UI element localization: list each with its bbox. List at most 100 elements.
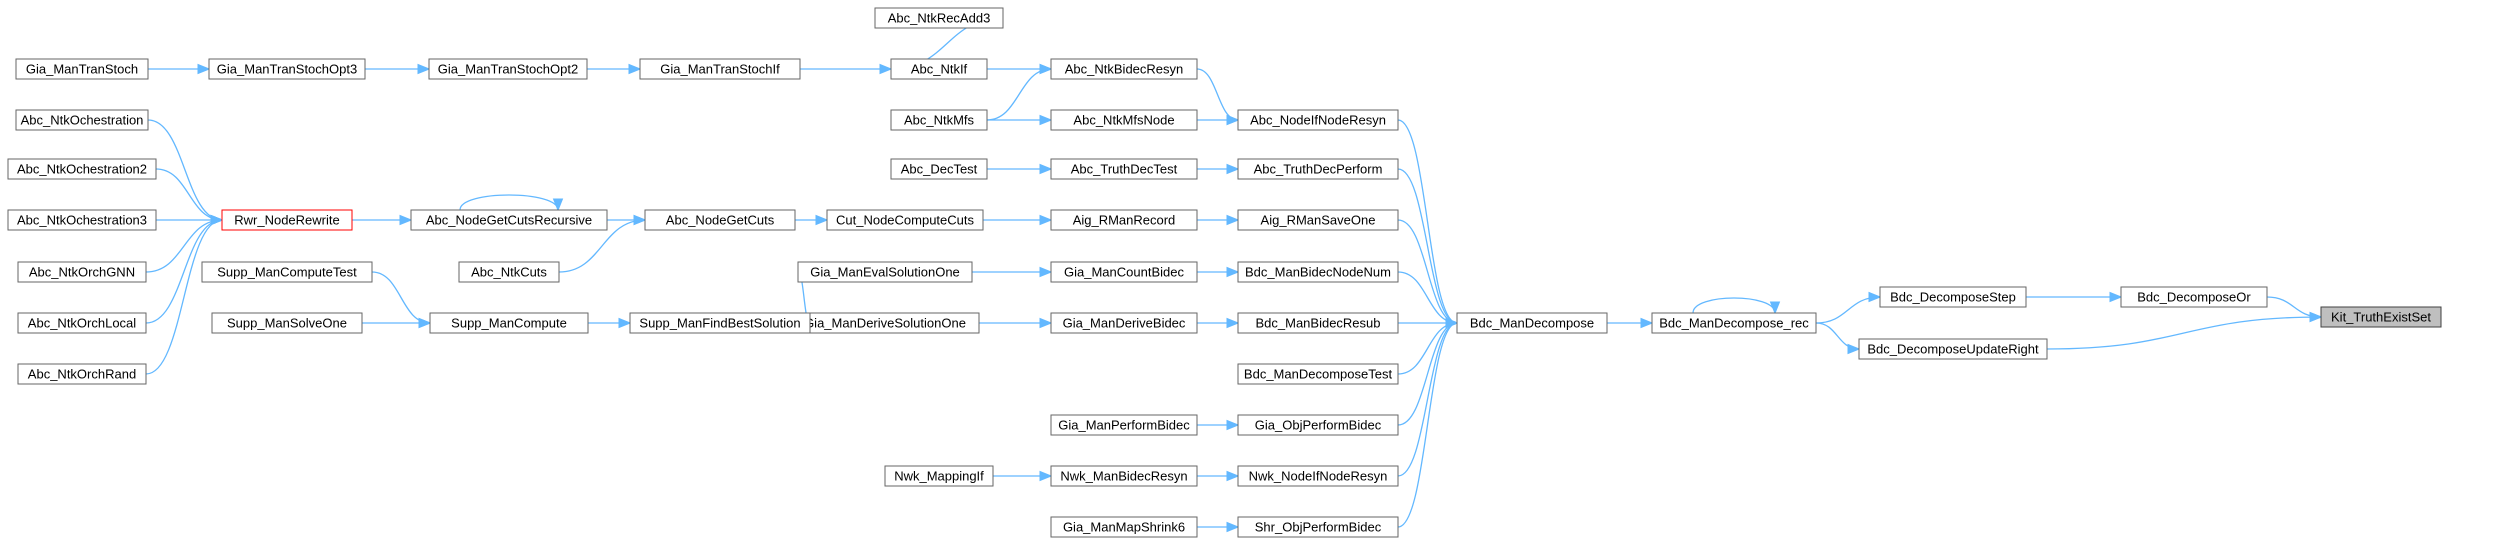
node-nmbr[interactable]: Nwk_ManBidecResyn [1050,465,1198,487]
node-label: Kit_TruthExistSet [2331,309,2431,324]
node-box [17,363,147,385]
node-box [1050,209,1198,231]
node-gmtso3[interactable]: Gia_ManTranStochOpt3 [208,58,366,80]
node-bnn[interactable]: Bdc_ManBidecNodeNum [1237,261,1399,283]
edge-ncuts-to-ngc [558,220,645,273]
node-label: Abc_NtkMfsNode [1073,112,1174,127]
node-label: Gia_ManTranStochOpt3 [217,61,357,76]
node-dstep[interactable]: Bdc_DecomposeStep [1879,286,2027,308]
node-label: Gia_ManMapShrink6 [1063,519,1185,534]
node-dor[interactable]: Bdc_DecomposeOr [2120,286,2268,308]
node-nbr[interactable]: Abc_NtkBidecResyn [1050,58,1198,80]
edge-noloc-to-rwr [145,220,222,324]
node-label: Gia_ManEvalSolutionOne [810,264,960,279]
node-ncuts[interactable]: Abc_NtkCuts [458,261,560,283]
node-box [1237,109,1399,131]
node-box [1858,338,2048,360]
node-noloc[interactable]: Abc_NtkOrchLocal [17,312,147,334]
node-dur[interactable]: Bdc_DecomposeUpdateRight [1858,338,2048,360]
node-label: Gia_ManPerformBidec [1058,417,1190,432]
node-gpb[interactable]: Gia_ManPerformBidec [1050,414,1198,436]
node-label: Gia_ManTranStochIf [660,61,780,76]
node-box [644,209,796,231]
node-box [1237,312,1399,334]
node-label: Bdc_DecomposeOr [2137,289,2251,304]
node-nwmif[interactable]: Nwk_MappingIf [884,465,994,487]
node-kit[interactable]: Kit_TruthExistSet [2320,306,2442,328]
edge-smct-to-smc [371,271,431,323]
node-md[interactable]: Bdc_ManDecompose [1456,312,1608,334]
node-nif[interactable]: Abc_NtkIf [890,58,988,80]
node-gdso[interactable]: Gia_ManDeriveSolutionOne [790,312,980,334]
node-gmts[interactable]: Gia_ManTranStoch [15,58,149,80]
node-ngcr[interactable]: Abc_NodeGetCutsRecursive [410,209,608,231]
node-box [410,209,608,231]
node-label: Bdc_ManDecompose [1470,315,1594,330]
edge-dur-to-kit [2046,317,2321,350]
node-ngc[interactable]: Abc_NodeGetCuts [644,209,796,231]
edge-nnifr-to-md [1397,323,1458,477]
node-bbr[interactable]: Bdc_ManBidecResub [1237,312,1399,334]
node-noch2[interactable]: Abc_NtkOchestration2 [7,158,157,180]
node-box [221,209,353,231]
node-mdrec[interactable]: Bdc_ManDecompose_rec [1651,312,1817,334]
node-box [874,7,1004,29]
node-box [1237,516,1399,538]
node-smso[interactable]: Supp_ManSolveOne [211,312,363,334]
node-box [17,261,147,283]
node-label: Abc_NodeGetCuts [666,212,775,227]
node-box [1050,516,1198,538]
node-tdt[interactable]: Abc_TruthDecTest [1050,158,1198,180]
edge-gopb-to-md [1397,323,1458,426]
node-label: Abc_NtkCuts [471,264,547,279]
node-box [1050,261,1198,283]
node-label: Abc_NtkOchestration2 [17,161,147,176]
node-nmfs[interactable]: Abc_NtkMfs [890,109,988,131]
node-box [428,58,588,80]
node-gms6[interactable]: Gia_ManMapShrink6 [1050,516,1198,538]
node-tdp[interactable]: Abc_TruthDecPerform [1237,158,1399,180]
node-smct[interactable]: Supp_ManComputeTest [201,261,373,283]
node-smc[interactable]: Supp_ManCompute [429,312,589,334]
node-nmfsn[interactable]: Abc_NtkMfsNode [1050,109,1198,131]
node-shr[interactable]: Shr_ObjPerformBidec [1237,516,1399,538]
node-sfbs[interactable]: Supp_ManFindBestSolution [629,312,811,334]
node-label: Abc_DecTest [901,161,978,176]
node-label: Abc_NtkBidecResyn [1065,61,1184,76]
node-gdb[interactable]: Gia_ManDeriveBidec [1050,312,1198,334]
node-box [890,109,988,131]
node-nnifr[interactable]: Nwk_NodeIfNodeResyn [1237,465,1399,487]
node-label: Supp_ManCompute [451,315,567,330]
node-gcb[interactable]: Gia_ManCountBidec [1050,261,1198,283]
node-rmso[interactable]: Aig_RManSaveOne [1237,209,1399,231]
node-nradd[interactable]: Abc_NtkRecAdd3 [874,7,1004,29]
node-label: Bdc_DecomposeUpdateRight [1867,341,2039,356]
node-rmr[interactable]: Aig_RManRecord [1050,209,1198,231]
node-gmtsif[interactable]: Gia_ManTranStochIf [639,58,801,80]
node-box [1237,414,1399,436]
node-geso[interactable]: Gia_ManEvalSolutionOne [797,261,973,283]
node-gopb[interactable]: Gia_ObjPerformBidec [1237,414,1399,436]
node-rwr[interactable]: Rwr_NodeRewrite [221,209,353,231]
node-box [1237,363,1399,385]
edge-noch-to-rwr [147,119,223,220]
node-box [884,465,994,487]
node-noch3[interactable]: Abc_NtkOchestration3 [7,209,157,231]
node-dect[interactable]: Abc_DecTest [890,158,988,180]
node-box [629,312,811,334]
node-gmtso2[interactable]: Gia_ManTranStochOpt2 [428,58,588,80]
node-label: Abc_NtkMfs [904,112,975,127]
node-label: Gia_ManCountBidec [1064,264,1184,279]
node-nognn[interactable]: Abc_NtkOrchGNN [17,261,147,283]
node-label: Bdc_DecomposeStep [1890,289,2016,304]
node-nornd[interactable]: Abc_NtkOrchRand [17,363,147,385]
edge-rmso-to-md [1397,219,1458,323]
node-mdt[interactable]: Bdc_ManDecomposeTest [1237,363,1399,385]
node-noch[interactable]: Abc_NtkOchestration [15,109,149,131]
edge-mdrec-to-mdrec [1692,297,1775,314]
node-nifres[interactable]: Abc_NodeIfNodeResyn [1237,109,1399,131]
node-label: Bdc_ManDecomposeTest [1244,366,1393,381]
node-label: Bdc_ManBidecResub [1255,315,1380,330]
node-cnc[interactable]: Cut_NodeComputeCuts [826,209,984,231]
